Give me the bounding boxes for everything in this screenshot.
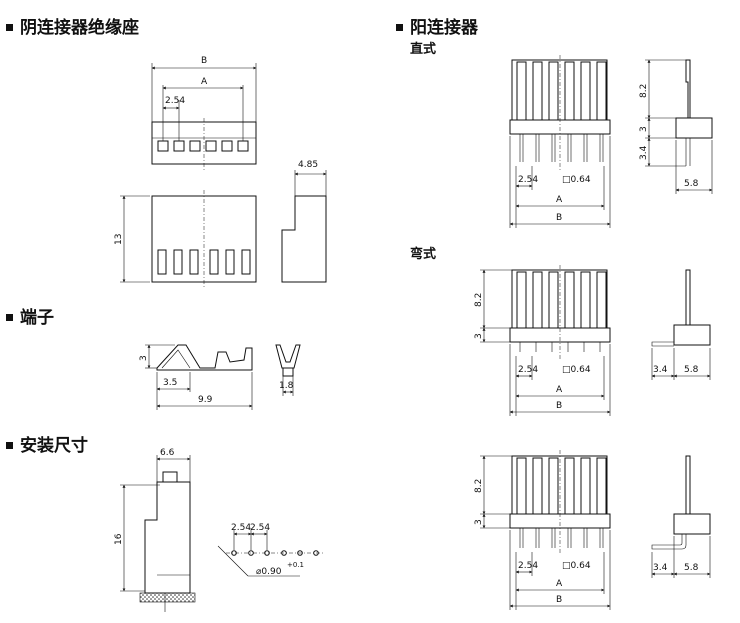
section-header-mounting: 安装尺寸: [6, 431, 88, 456]
dim-mount-16: 16: [114, 533, 124, 545]
dim-male-straight-pin: □0.64: [562, 175, 591, 185]
dim-hole-diameter: ⌀0.90: [256, 567, 282, 577]
bullet-square-icon: [6, 24, 13, 31]
dim-male-straight-pitch: 2.54: [518, 175, 538, 185]
dim-terminal-3-5: 3.5: [163, 378, 177, 388]
dim-male-straight-B: B: [556, 213, 562, 223]
section-header-terminal: 端子: [6, 303, 54, 328]
dim-width-4-85: 4.85: [298, 160, 318, 170]
dim-ra1-A: A: [556, 385, 563, 395]
dim-ra1-3-4: 3.4: [653, 365, 668, 375]
dim-straight-5-8: 5.8: [684, 179, 699, 189]
dim-terminal-1-8: 1.8: [279, 381, 294, 391]
dim-male-straight-A: A: [556, 195, 563, 205]
pcb-hole-pattern: 2.54 2.54 ⌀0.90 +0.1: [217, 523, 324, 577]
dim-ra1-B: B: [556, 401, 562, 411]
dim-hole-pitch-2: 2.54: [250, 523, 270, 533]
housing-side-view: 4.85: [281, 160, 327, 283]
bullet-square-icon: [6, 314, 13, 321]
dim-mount-6-6: 6.6: [160, 448, 175, 458]
male-right-angle-2-front: 8.2 3 2.54 □0.64 A B: [474, 450, 611, 610]
dim-ra1-8-2: 8.2: [474, 293, 484, 307]
male-straight-side: 8.2 3 3.4 5.8: [639, 59, 713, 194]
dim-ra1-pitch: 2.54: [518, 365, 538, 375]
dim-straight-8-2: 8.2: [639, 84, 649, 98]
housing-top-view: B A 2.54: [151, 56, 257, 170]
dim-terminal-3: 3: [139, 355, 149, 361]
dim-straight-3: 3: [639, 126, 649, 132]
dim-ra1-pin: □0.64: [562, 365, 591, 375]
dim-B-housing: B: [201, 56, 207, 66]
subheader-straight: 直式: [410, 42, 437, 57]
dim-ra2-8-2: 8.2: [474, 479, 484, 493]
section-header-female-housing: 阴连接器绝缘座: [6, 13, 139, 38]
dim-ra2-B: B: [556, 595, 562, 605]
bullet-square-icon: [6, 442, 13, 449]
dim-hole-tolerance: +0.1: [287, 561, 304, 569]
dim-ra2-A: A: [556, 579, 563, 589]
male-right-angle-side: 3.4 5.8: [651, 269, 711, 380]
dim-pitch-housing: 2.54: [165, 96, 185, 106]
male-right-angle-front: 8.2 3 2.54 □0.64 A B: [474, 265, 611, 416]
housing-front-view: 13: [114, 190, 257, 288]
dim-ra2-3: 3: [474, 519, 484, 525]
dim-ra1-5-8: 5.8: [684, 365, 699, 375]
subheader-right-angle: 弯式: [410, 247, 437, 262]
dim-ra2-pin: □0.64: [562, 561, 591, 571]
dim-ra1-3: 3: [474, 333, 484, 339]
bullet-square-icon: [396, 24, 403, 31]
dim-ra2-3-4: 3.4: [653, 563, 668, 573]
dim-terminal-9-9: 9.9: [198, 395, 213, 405]
section-header-male-connector: 阳连接器: [396, 13, 478, 38]
male-right-angle-2-side: 3.4 5.8: [651, 455, 711, 578]
dim-height-13: 13: [114, 234, 124, 245]
dim-straight-3-4: 3.4: [639, 145, 649, 160]
dim-ra2-pitch: 2.54: [518, 561, 538, 571]
mounting-drawing: 6.6 16: [114, 448, 196, 612]
dim-A-housing: A: [201, 77, 208, 87]
male-straight-front: 2.54 □0.64 A B: [509, 55, 611, 228]
dim-hole-pitch-1: 2.54: [231, 523, 251, 533]
terminal-drawing: 3 3.5 9.9 1.8: [139, 344, 301, 410]
dim-ra2-5-8: 5.8: [684, 563, 699, 573]
